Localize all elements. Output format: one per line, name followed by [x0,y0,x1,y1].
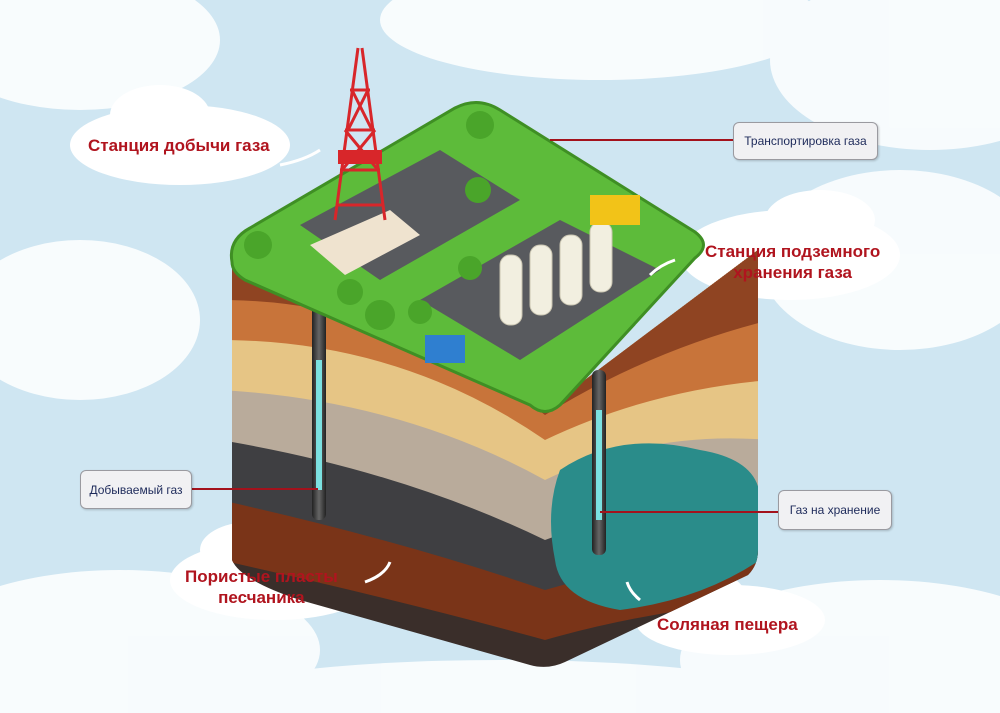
storage-station-label: Станция подземного хранения газа [705,241,880,283]
extraction-station-label: Станция добычи газа [88,136,270,155]
storage-station-line1: Станция подземного [705,242,881,261]
sandstone-line2: песчаника [218,588,305,607]
control-hut [425,335,465,363]
salt-cave-label: Соляная пещера [657,615,798,634]
gas-storage-callout: Газ на хранение [778,490,892,530]
containers [590,195,640,225]
storage-tanks [499,221,613,326]
trees [244,111,494,330]
gas-storage-leader-line [600,511,778,513]
transport-leader-line [550,139,733,141]
extracted-gas-callout: Добываемый газ [80,470,192,509]
gas-derrick [333,47,387,221]
extraction-building [310,210,420,275]
extracted-gas-leader-line [190,488,318,490]
pointer-arrows [279,148,676,602]
transport-callout: Транспортировка газа [733,122,878,160]
storage-station-line2: хранения газа [733,263,853,282]
sandstone-label: Пористые пласты песчаника [185,566,338,608]
sandstone-line1: Пористые пласты [185,567,338,586]
